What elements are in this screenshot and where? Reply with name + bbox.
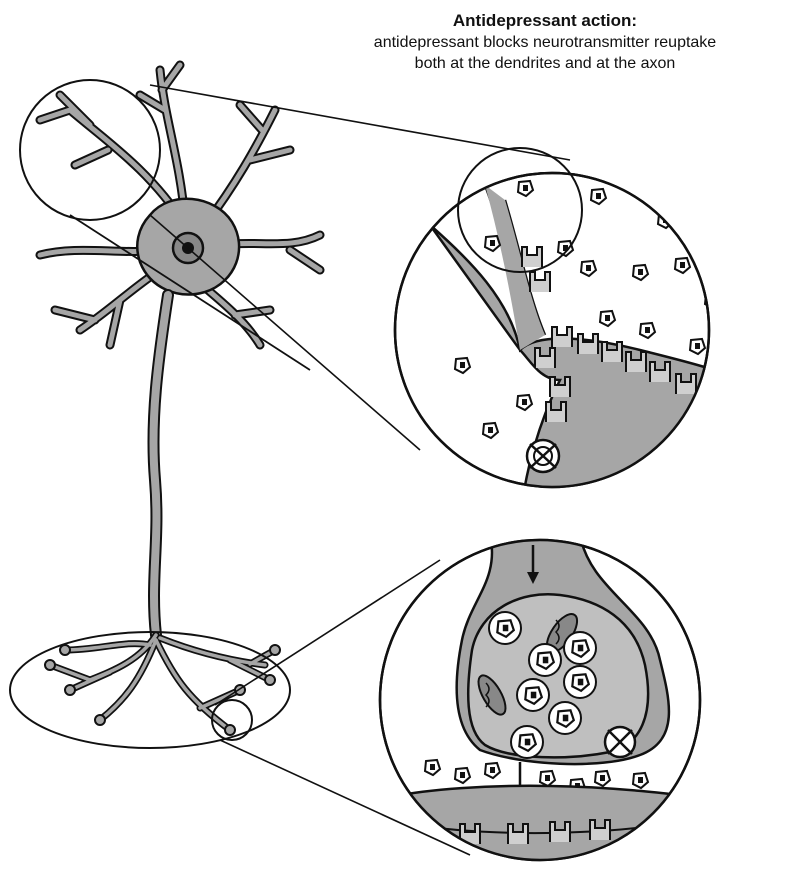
- blocked-transporter-upper: [527, 440, 559, 472]
- blocked-transporter-lower: [605, 727, 635, 757]
- neuron: [40, 65, 320, 735]
- synapse-magnified-view: [380, 535, 720, 877]
- dendrite-magnified-view: [395, 148, 740, 520]
- dendrite-zoom-region: [20, 80, 160, 220]
